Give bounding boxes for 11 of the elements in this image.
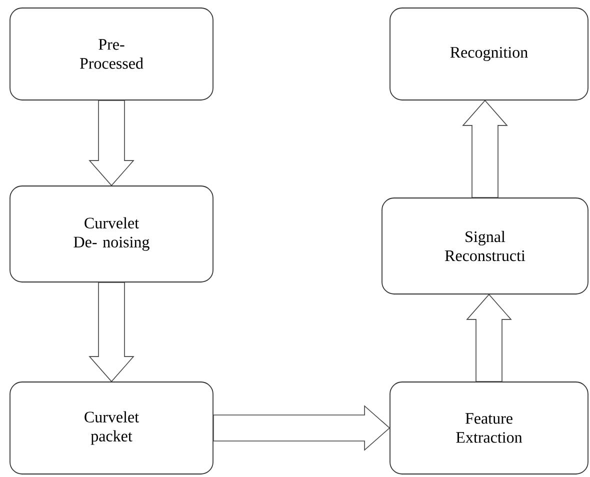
block-arrow — [88, 282, 134, 382]
block-arrow — [466, 294, 512, 382]
process-box: Curvelet packet — [10, 382, 214, 474]
process-box: Feature Extraction — [390, 382, 588, 474]
block-arrow — [213, 405, 390, 451]
process-box: Curvelet De- noising — [10, 186, 214, 282]
block-arrow — [462, 100, 508, 198]
process-box: Recognition — [390, 8, 588, 100]
block-arrow — [88, 100, 134, 186]
process-box: Pre- Processed — [10, 8, 214, 100]
process-box: Signal Reconstructi — [382, 198, 588, 294]
